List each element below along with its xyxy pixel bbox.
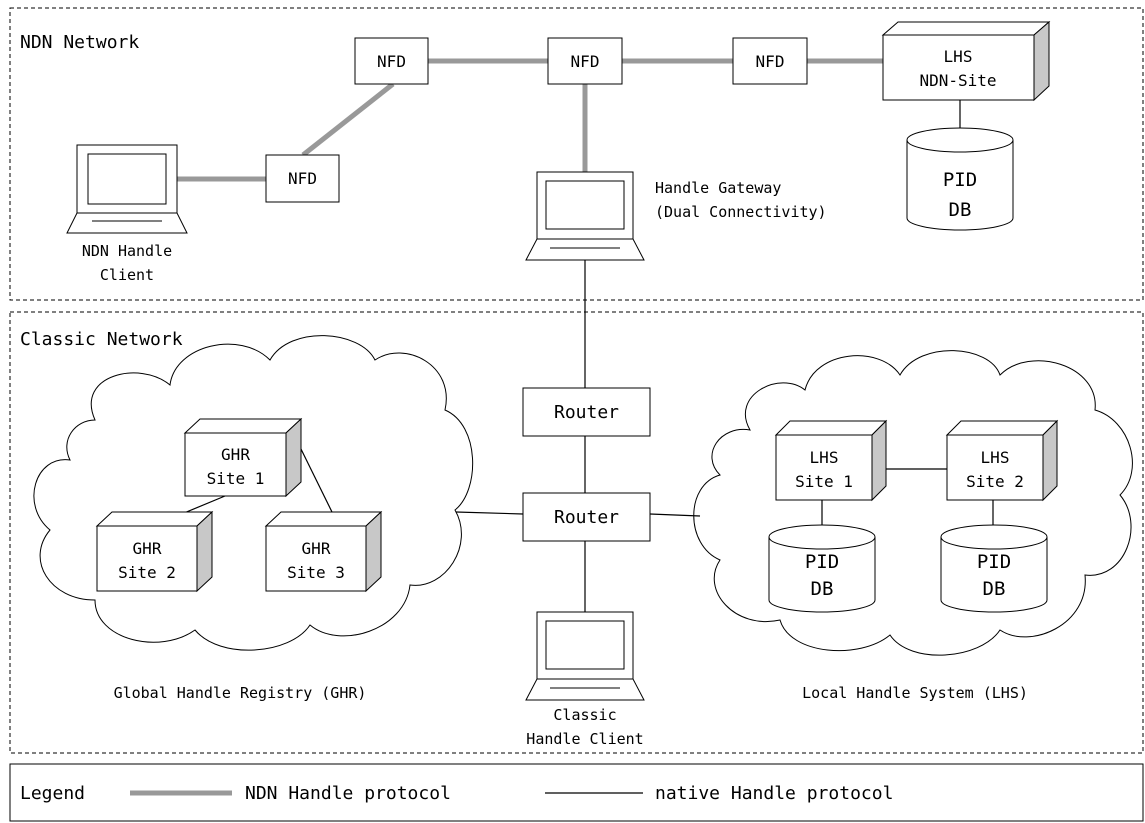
svg-text:GHR: GHR xyxy=(221,445,250,464)
svg-text:LHS: LHS xyxy=(981,448,1010,467)
pid-db-ndn: PID DB xyxy=(906,127,1014,231)
lhs-site-1-server: LHS Site 1 xyxy=(774,419,888,502)
svg-text:Site 3: Site 3 xyxy=(287,563,345,582)
native-links xyxy=(171,100,994,612)
legend-title: Legend xyxy=(20,783,85,804)
svg-text:Router: Router xyxy=(554,402,619,423)
handle-gateway-label-2: (Dual Connectivity) xyxy=(655,203,827,221)
ndn-network-title: NDN Network xyxy=(20,32,139,53)
svg-text:Site 1: Site 1 xyxy=(207,469,265,488)
lhs-site-2-server: LHS Site 2 xyxy=(945,419,1059,502)
lhs-ndn-site-label-2: NDN-Site xyxy=(919,71,996,90)
ndn-handle-client-label-2: Client xyxy=(100,266,154,284)
pid-db-lhs-2: PID DB xyxy=(940,524,1048,613)
classic-client-laptop-icon xyxy=(525,611,645,701)
lhs-ndn-site-server: LHS NDN-Site xyxy=(881,20,1051,102)
classic-network-title: Classic Network xyxy=(20,329,183,350)
svg-text:Site 1: Site 1 xyxy=(795,472,853,491)
svg-text:NFD: NFD xyxy=(288,169,317,188)
classic-network-region xyxy=(9,311,1144,754)
router-1: Router xyxy=(522,387,651,437)
nfd-node-4: NFD xyxy=(265,154,340,203)
svg-text:LHS: LHS xyxy=(810,448,839,467)
nfd-node-2: NFD xyxy=(547,37,623,85)
ghr-cloud-label: Global Handle Registry (GHR) xyxy=(114,684,367,702)
svg-text:Site 2: Site 2 xyxy=(966,472,1024,491)
svg-text:GHR: GHR xyxy=(302,539,331,558)
ndn-client-laptop-icon xyxy=(66,144,188,234)
lhs-ndn-site-label-1: LHS xyxy=(944,47,973,66)
handle-gateway-label-1: Handle Gateway xyxy=(655,179,781,197)
ndn-handle-client-label-1: NDN Handle xyxy=(82,242,172,260)
svg-text:NFD: NFD xyxy=(377,52,406,71)
ndn-network-region xyxy=(9,7,1144,301)
svg-text:Router: Router xyxy=(554,507,619,528)
svg-text:GHR: GHR xyxy=(133,539,162,558)
svg-text:Site 2: Site 2 xyxy=(118,563,176,582)
pid-db-lhs-1: PID DB xyxy=(768,524,876,613)
ghr-site-1-server: GHR Site 1 xyxy=(183,417,303,498)
classic-handle-client-label-1: Classic xyxy=(553,706,616,724)
classic-handle-client-label-2: Handle Client xyxy=(526,730,643,748)
lhs-cloud-label: Local Handle System (LHS) xyxy=(802,684,1028,702)
nfd-node-3: NFD xyxy=(732,37,808,85)
svg-text:DB: DB xyxy=(983,578,1006,600)
svg-text:DB: DB xyxy=(811,578,834,600)
router-2: Router xyxy=(522,492,651,542)
lhs-cloud xyxy=(693,350,1133,656)
nfd-node-1: NFD xyxy=(354,37,429,85)
handle-gateway-laptop-icon xyxy=(525,171,645,261)
svg-text:NFD: NFD xyxy=(756,52,785,71)
legend-native-label: native Handle protocol xyxy=(655,783,893,804)
legend-ndn-label: NDN Handle protocol xyxy=(245,783,451,804)
svg-text:PID: PID xyxy=(977,551,1011,573)
ghr-site-2-server: GHR Site 2 xyxy=(95,510,214,593)
legend-box xyxy=(9,763,1144,822)
svg-text:PID: PID xyxy=(805,551,839,573)
svg-text:PID: PID xyxy=(943,169,977,191)
svg-text:DB: DB xyxy=(949,199,972,221)
ndn-links xyxy=(177,58,883,182)
ghr-site-3-server: GHR Site 3 xyxy=(264,510,383,593)
svg-text:NFD: NFD xyxy=(571,52,600,71)
